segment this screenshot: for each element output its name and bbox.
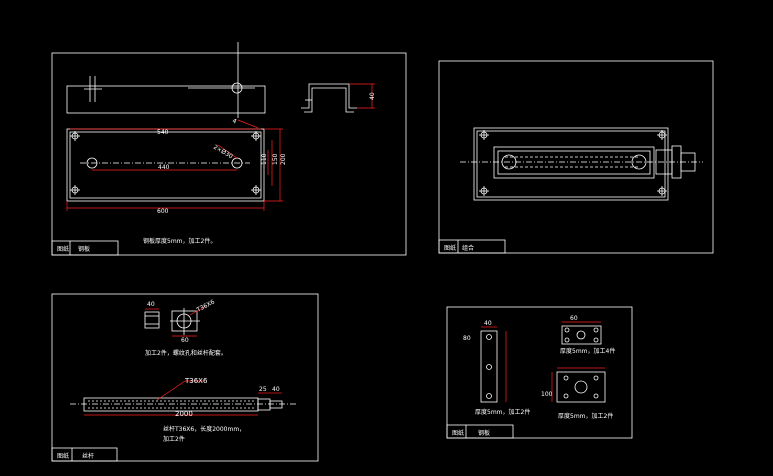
sheet-2-title-a: 图纸 [444,244,456,252]
sheet-4-dimensions [481,321,605,402]
sheet-1-title-b: 钢板 [78,245,90,253]
dim-nut-width: 60 [181,337,189,344]
dim-screw-length: 2000 [175,410,193,418]
sheet-1-dimensions [66,83,375,211]
sheet-3-labels: 40 T36X6 60 加工2件，螺纹孔和丝杆配套。 T36X6 2000 25… [57,298,280,460]
dim-plate-2: 60 [570,315,578,322]
sheet-3-dimensions [84,305,282,416]
sheet-1-title-block [51,240,119,256]
dim-thickness: 4 [231,117,238,125]
sheet-4-labels: 40 80 60 100 厚度5mm，加工2件 厚度5mm，加工4件 厚度5mm… [452,315,615,437]
dim-screw: T36X6 [184,377,208,385]
dim-hole-spacing: 440 [158,164,170,171]
sheet-1 [51,42,407,256]
sheet-4 [446,306,633,439]
dim-slot: 2×Ø30 [212,144,234,161]
dim-block: 40 [147,301,155,308]
dim-side-b: 150 [272,153,279,165]
narrow-plate [480,330,498,403]
sheet-3 [51,293,319,462]
sheet-2-labels: 图纸 组合 [444,244,474,252]
sheet-4-title-block [446,424,514,439]
note-left: 厚度5mm，加工2件 [475,408,530,416]
sheet-2 [438,60,714,254]
note-right-top: 厚度5mm，加工4件 [560,347,615,355]
dim-length: 540 [157,129,169,136]
sheet-4-title-a: 图纸 [452,429,464,437]
sheet-3-title-block [51,447,118,462]
assembly-plate [473,127,669,201]
dim-plate-width: 80 [463,335,471,342]
sheet-1-note: 钢板厚度5mm，加工2件。 [143,237,216,245]
note-right-bottom: 厚度5mm，加工2件 [558,412,613,420]
sheet-4-border [446,306,633,439]
note-nut-block: 加工2件，螺纹孔和丝杆配套。 [145,349,227,357]
dim-side-a: 110 [261,153,268,165]
dim-nut: T36X6 [195,298,216,314]
nut-block-side [144,311,160,329]
sheet-1-labels: 540 440 600 2×Ø30 110 150 200 40 4 钢板厚度5… [57,92,376,253]
assembly-frame [493,146,655,179]
sheet-3-title-b: 丝杆 [82,452,94,460]
note-screw: 丝杆T36X6，长度2000mm， [163,425,245,433]
sheet-2-title-b: 组合 [462,244,474,252]
sheet-1-border [51,52,407,256]
dim-height: 40 [369,92,376,100]
sheet-2-border [438,60,714,254]
sheet-4-title-b: 钢板 [478,429,490,437]
sheet-3-border [51,293,319,462]
dim-plate-3: 100 [541,391,553,398]
sheet-1-title-a: 图纸 [57,245,69,253]
square-plate [556,371,606,403]
dim-total: 600 [157,208,169,215]
sheet-2-title-block [438,239,506,254]
lead-screw [83,397,259,412]
dim-side-c: 200 [280,153,287,165]
dim-end-a: 25 [259,386,267,393]
side-view-bar [66,85,266,114]
bent-profile [301,83,357,109]
dim-top: 40 [484,320,492,327]
sheet-3-title-a: 图纸 [57,452,69,460]
dim-end-b: 40 [272,386,280,393]
small-plate [561,325,602,345]
note-screw-2: 加工2件 [163,435,185,443]
